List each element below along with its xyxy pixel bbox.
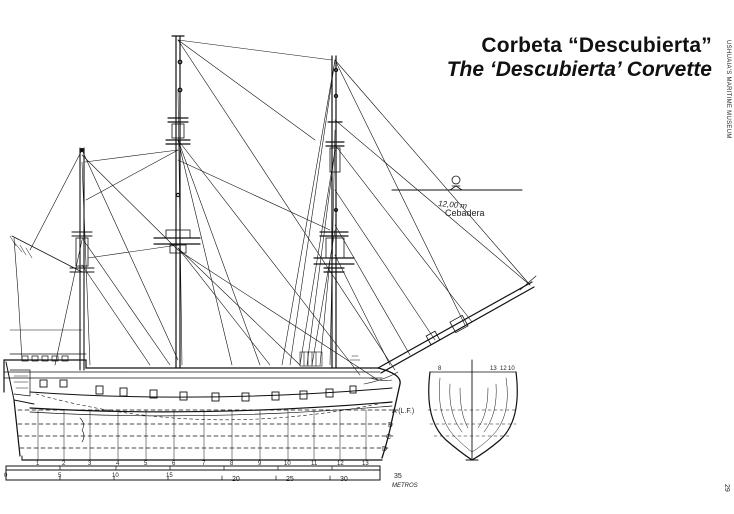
cebadera-dimension: 12,00 m: [438, 199, 468, 211]
cebadera-yard: [391, 175, 523, 191]
waterline-label-a: A (L.F.): [392, 408, 414, 415]
body-station-8: 8: [438, 366, 442, 372]
scale-tick-25: 25: [286, 476, 294, 483]
station-number-9: 9: [258, 461, 262, 467]
title-spanish: Corbeta “Descubierta”: [481, 34, 712, 57]
title-english: The ‘Descubierta’ Corvette: [446, 58, 712, 81]
scale-tick-5: 5: [58, 473, 62, 479]
scale-tick-20: 20: [232, 476, 240, 483]
station-number-6: 6: [172, 461, 176, 467]
title-block: Corbeta “Descubierta” The ‘Descubierta’ …: [447, 34, 712, 82]
scale-tick-0: 0: [4, 473, 8, 479]
body-plan: [427, 359, 519, 461]
main-mast: [153, 35, 201, 369]
scale-bar: [5, 465, 381, 481]
body-station-13: 13: [490, 366, 497, 372]
rigging: [29, 39, 531, 381]
station-number-2: 2: [62, 461, 66, 467]
station-number-5: 5: [144, 461, 148, 467]
station-number-13: 13: [362, 461, 369, 467]
scale-tick-35: 35: [394, 473, 402, 480]
scale-tick-10: 10: [112, 473, 119, 479]
station-number-11: 11: [311, 461, 318, 467]
station-number-8: 8: [230, 461, 234, 467]
station-number-3: 3: [88, 461, 92, 467]
station-number-12: 12: [337, 461, 344, 467]
station-number-7: 7: [202, 461, 206, 467]
body-station-12: 12: [500, 366, 507, 372]
scale-tick-30: 30: [340, 476, 348, 483]
bowsprit: [377, 275, 537, 374]
waterline-label-c: C: [386, 434, 391, 441]
mizzen-gaff: [9, 235, 83, 361]
mizzen-mast: [69, 147, 95, 371]
scale-tick-15: 15: [166, 473, 173, 479]
station-number-1: 1: [36, 461, 40, 467]
waterline-label-d: D: [382, 446, 387, 453]
page-number: 29: [723, 484, 730, 492]
station-number-4: 4: [116, 461, 120, 467]
waterline-label-b: B: [388, 422, 393, 429]
labels: 12,00 m Cebadera A (L.F.) B C D 13 12 10…: [4, 199, 515, 489]
scale-unit: METROS: [392, 483, 418, 489]
fore-mast: [313, 55, 355, 369]
station-number-10: 10: [284, 461, 291, 467]
hull: [3, 351, 401, 461]
side-credit: USHUAIA'S MARITIME MUSEUM: [725, 40, 731, 139]
body-station-10: 10: [508, 366, 515, 372]
cebadera-label: Cebadera: [445, 208, 485, 218]
